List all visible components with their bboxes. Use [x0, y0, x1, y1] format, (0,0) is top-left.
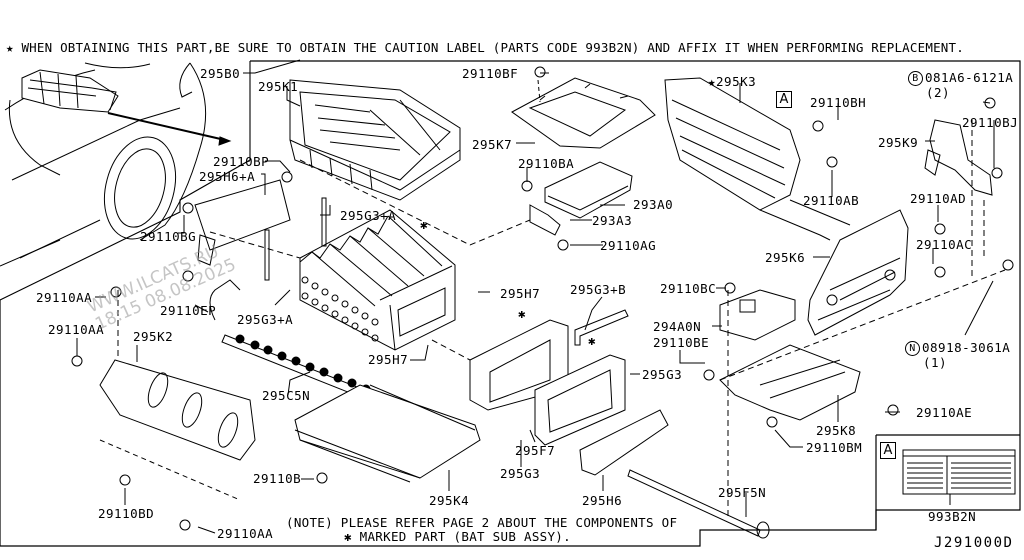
lower-cover-295K2[interactable]	[99, 359, 256, 501]
vehicle-outline-illustration	[0, 62, 232, 267]
battery-location-sketch	[21, 69, 119, 113]
part-label-294A0N[interactable]: 294A0N	[653, 319, 702, 334]
rod-295F5N[interactable]	[627, 469, 770, 539]
tray-295K4[interactable]	[294, 384, 481, 483]
fasteners	[71, 66, 1014, 531]
part-label-295K7[interactable]: 295K7	[472, 137, 513, 152]
strip-295G3-plus-A[interactable]	[264, 197, 327, 281]
part-label-295G3-plus-A-lower[interactable]: 295G3+A	[237, 312, 294, 327]
leader-lines	[76, 59, 995, 534]
part-label-29110BD[interactable]: 29110BD	[98, 506, 155, 521]
asterisk-marker: ✱	[588, 333, 597, 348]
bolt-prefix-b-icon: B	[908, 71, 923, 86]
part-label-29110BH[interactable]: 29110BH	[810, 95, 867, 110]
part-label-29110BP[interactable]: 29110BP	[213, 154, 270, 169]
callout-a-marker[interactable]: A	[776, 91, 792, 108]
side-frame-295K3[interactable]	[664, 77, 851, 241]
part-label-295F7[interactable]: 295F7	[515, 443, 556, 458]
part-label-295G3-right[interactable]: 295G3	[642, 367, 683, 382]
part-label-29110BJ[interactable]: 29110BJ	[962, 115, 1019, 130]
part-label-295K8[interactable]: 295K8	[816, 423, 857, 438]
part-label-29110AB[interactable]: 29110AB	[803, 193, 860, 208]
part-label-29110AA-upper[interactable]: 29110AA	[36, 290, 93, 305]
part-label-295K4[interactable]: 295K4	[429, 493, 470, 508]
part-label-295H6-plus-A[interactable]: 295H6+A	[199, 169, 256, 184]
part-label-295H7-upper[interactable]: 295H7	[500, 286, 541, 301]
part-label-29110BE[interactable]: 29110BE	[653, 335, 710, 350]
part-label-29110AD[interactable]: 29110AD	[910, 191, 967, 206]
part-label-text: 081A6-6121A	[925, 70, 1014, 85]
caution-note: ★ WHEN OBTAINING THIS PART,BE SURE TO OB…	[6, 40, 964, 55]
part-label-29110BA[interactable]: 29110BA	[518, 156, 575, 171]
part-label-29110AA-middle[interactable]: 29110AA	[48, 322, 105, 337]
bracket-295K8[interactable]	[719, 344, 861, 421]
part-quantity: (2)	[926, 85, 951, 100]
relay-294A0N[interactable]	[719, 289, 796, 341]
part-quantity: (1)	[923, 355, 948, 370]
controller-293A0[interactable]	[529, 161, 633, 236]
battery-frame-middle[interactable]	[469, 319, 626, 446]
figure-code: J291000D	[934, 535, 1014, 551]
part-label-293A0[interactable]: 293A0	[633, 197, 674, 212]
part-label-295K9[interactable]: 295K9	[878, 135, 919, 150]
part-label-29110BG[interactable]: 29110BG	[140, 229, 197, 244]
cover-295K7[interactable]	[511, 77, 656, 149]
part-label-29110BM[interactable]: 29110BM	[806, 440, 863, 455]
part-label-295H6[interactable]: 295H6	[582, 493, 623, 508]
footer-note-line2: ✱ MARKED PART (BAT SUB ASSY).	[344, 529, 571, 544]
part-label-295K1[interactable]: 295K1	[258, 79, 299, 94]
upper-cover-295K1[interactable]	[289, 79, 461, 201]
part-label-295G3-lower[interactable]: 295G3	[500, 466, 541, 481]
part-label-293A3[interactable]: 293A3	[592, 213, 633, 228]
part-label-295C5N[interactable]: 295C5N	[262, 388, 311, 403]
caution-label-part-number[interactable]: 993B2N	[928, 509, 977, 524]
terminal-row	[301, 276, 379, 342]
plate-295K6[interactable]	[807, 209, 909, 336]
caution-label-sheet	[902, 449, 1016, 505]
bracket-295K9[interactable]	[924, 119, 993, 196]
nut-prefix-n-icon: N	[905, 341, 920, 356]
part-label-29110BC[interactable]: 29110BC	[660, 281, 717, 296]
part-label-295B0[interactable]: 295B0	[200, 66, 241, 81]
bracket-295H6-plus-A[interactable]	[194, 179, 291, 266]
part-label-29110AC[interactable]: 29110AC	[916, 237, 973, 252]
footer-note: (NOTE) PLEASE REFER PAGE 2 ABOUT THE COM…	[286, 516, 677, 544]
part-label-29110B[interactable]: 29110B	[253, 471, 302, 486]
footer-note-line1: (NOTE) PLEASE REFER PAGE 2 ABOUT THE COM…	[286, 515, 678, 530]
part-label-29110AG[interactable]: 29110AG	[600, 238, 657, 253]
battery-stack[interactable]	[299, 209, 456, 351]
bracket-295H6[interactable]	[579, 409, 669, 476]
asterisk-marker: ✱	[518, 306, 527, 321]
part-label-295H7-lower[interactable]: 295H7	[368, 352, 409, 367]
part-label-295K3[interactable]: ★295K3	[708, 74, 757, 89]
part-label-295F5N[interactable]: 295F5N	[718, 485, 767, 500]
part-label-29110BF[interactable]: 29110BF	[462, 66, 519, 81]
part-label-295G3-plus-A-upper[interactable]: 295G3+A	[340, 208, 397, 223]
part-label-29110AA-lower[interactable]: 29110AA	[217, 526, 274, 541]
part-label-295K2[interactable]: 295K2	[133, 329, 174, 344]
part-label-text: 08918-3061A	[922, 340, 1011, 355]
part-label-29110AE[interactable]: 29110AE	[916, 405, 973, 420]
part-label-29110EP[interactable]: 29110EP	[160, 303, 217, 318]
alignment-dashes	[117, 120, 1006, 520]
detail-box-a-marker: A	[880, 442, 896, 459]
asterisk-marker: ✱	[420, 217, 429, 232]
part-label-295G3-plus-B[interactable]: 295G3+B	[570, 282, 627, 297]
handle-295G3-plus-B[interactable]	[574, 309, 629, 346]
part-label-295K6[interactable]: 295K6	[765, 250, 806, 265]
